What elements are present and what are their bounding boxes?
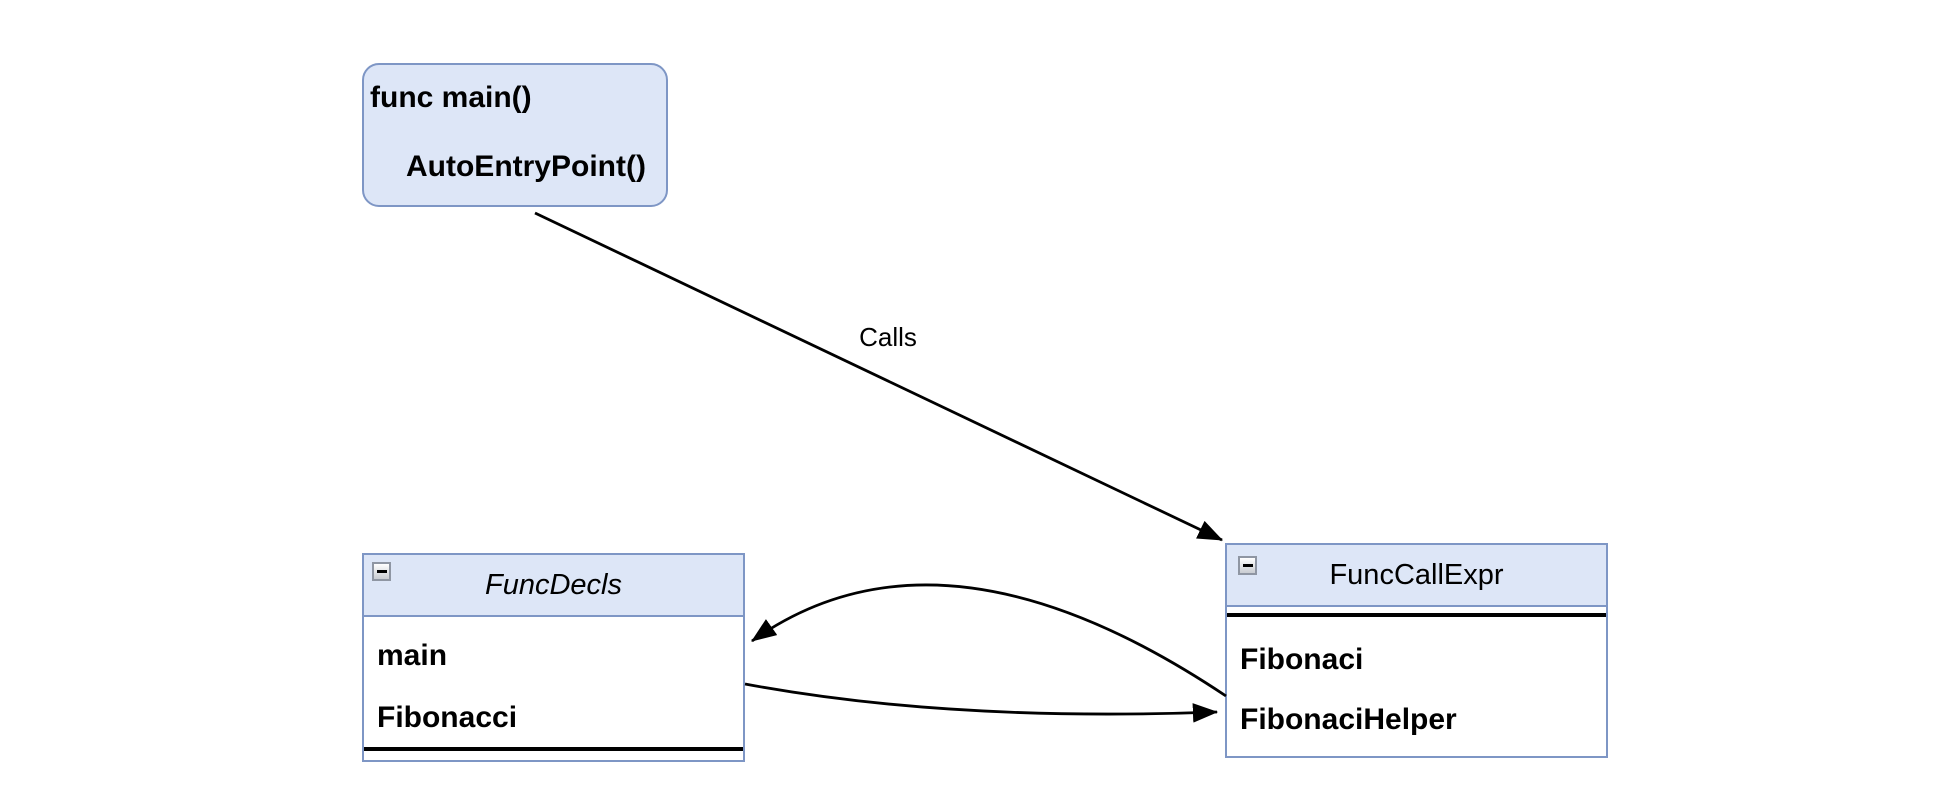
edge-funccallexpr-to-funcdecls[interactable] xyxy=(751,583,1227,698)
funccallexpr-item-fibonacihelper[interactable]: FibonaciHelper xyxy=(1240,703,1457,736)
funccallexpr-compartment-separator xyxy=(1227,613,1606,617)
minus-icon xyxy=(376,570,387,573)
funccallexpr-item-fibonaci[interactable]: Fibonaci xyxy=(1240,643,1364,676)
node-funccallexpr[interactable]: FuncCallExpr Fibonaci FibonaciHelper xyxy=(1225,543,1608,758)
node-funcdecls[interactable]: FuncDecls main Fibonacci xyxy=(362,553,745,762)
funcdecls-collapse-button[interactable] xyxy=(372,562,391,581)
funcdecls-item-main[interactable]: main xyxy=(377,639,448,672)
edge-label-calls: Calls xyxy=(859,322,917,352)
funccallexpr-collapse-button[interactable] xyxy=(1238,556,1257,575)
funccallexpr-title: FuncCallExpr xyxy=(1329,558,1504,591)
funcdecls-header[interactable]: FuncDecls xyxy=(364,555,743,617)
funcdecls-title: FuncDecls xyxy=(485,568,622,601)
edge-funcdecls-to-funccallexpr[interactable] xyxy=(744,682,1219,723)
entry-node-call: AutoEntryPoint() xyxy=(406,150,646,183)
funccallexpr-header[interactable]: FuncCallExpr xyxy=(1227,545,1606,607)
node-func-main[interactable]: func main() AutoEntryPoint() xyxy=(362,63,668,207)
funccallexpr-body: Fibonaci FibonaciHelper xyxy=(1227,617,1606,737)
funcdecls-body: main Fibonacci xyxy=(364,617,743,735)
minus-icon xyxy=(1242,564,1253,567)
entry-node-signature: func main() xyxy=(370,81,532,114)
edge-calls[interactable] xyxy=(534,211,1224,542)
funcdecls-item-fibonacci[interactable]: Fibonacci xyxy=(377,701,518,734)
funcdecls-compartment-separator xyxy=(364,747,743,751)
